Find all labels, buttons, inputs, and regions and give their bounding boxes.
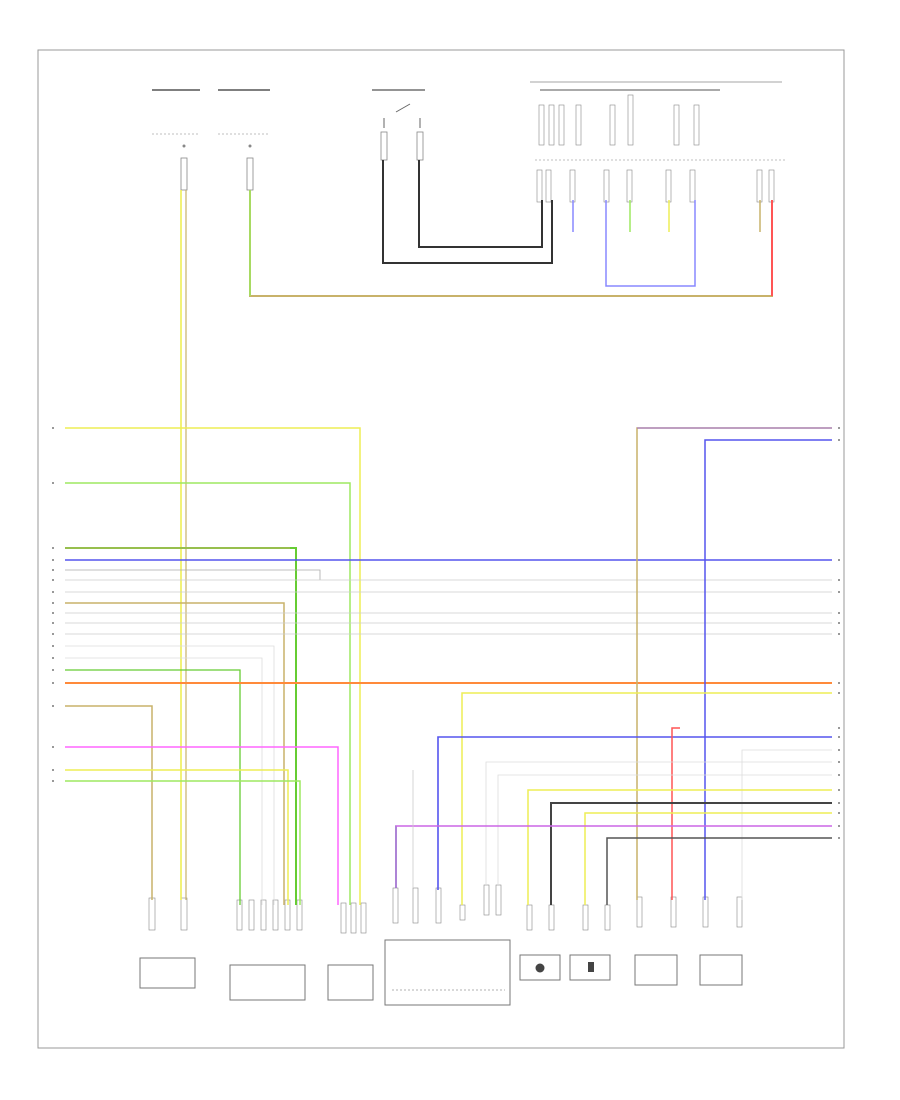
component-right-b <box>699 954 743 986</box>
right-wire-ticks <box>838 427 840 839</box>
component-connector-pins <box>148 884 743 934</box>
left-wire-ticks <box>52 427 54 782</box>
component-left-b <box>229 964 306 1001</box>
top-left-connectors <box>152 89 270 191</box>
component-boxes <box>139 939 743 1006</box>
component-left-a <box>139 957 196 989</box>
main-harness-wires <box>65 190 832 905</box>
diagram-border <box>37 49 845 1049</box>
top-right-module <box>530 81 785 203</box>
component-middle <box>327 964 374 1001</box>
component-right-a <box>634 954 678 986</box>
top-middle-switch <box>372 89 425 161</box>
component-connector-block <box>384 939 511 1006</box>
top-harness-wires <box>249 160 773 297</box>
